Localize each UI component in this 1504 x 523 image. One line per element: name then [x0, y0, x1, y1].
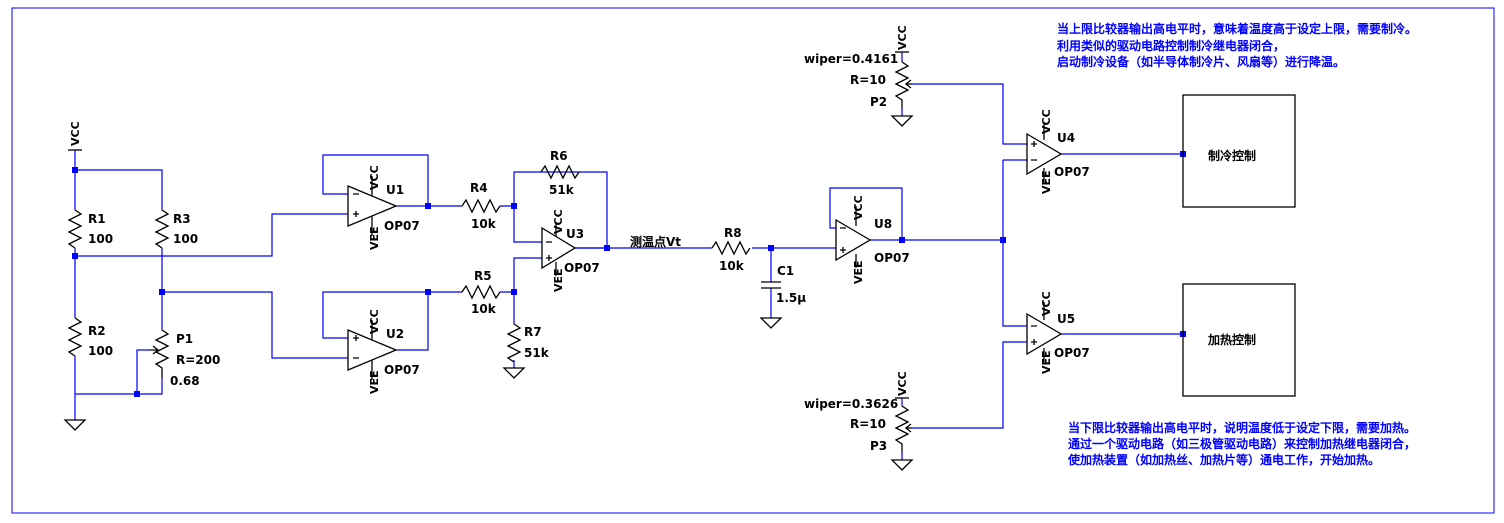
svg-text:VCC: VCC	[368, 309, 381, 334]
r1-value: 100	[88, 232, 113, 246]
p2-wiper: wiper=0.4161	[804, 52, 898, 66]
r8-value: 10k	[719, 259, 745, 273]
r5-value: 10k	[471, 302, 497, 316]
r4-value: 10k	[471, 217, 497, 231]
p1-name: P1	[176, 332, 193, 346]
svg-text:VCC: VCC	[896, 371, 909, 396]
svg-text:OP07: OP07	[1054, 346, 1090, 360]
c1-name: C1	[777, 264, 794, 278]
svg-text:启动制冷设备（如半导体制冷片、风扇等）进行降温。: 启动制冷设备（如半导体制冷片、风扇等）进行降温。	[1057, 54, 1345, 69]
svg-text:U5: U5	[1057, 312, 1075, 326]
svg-text:通过一个驱动电路（如三极管驱动电路）来控制加热继电器闭合，: 通过一个驱动电路（如三极管驱动电路）来控制加热继电器闭合，	[1068, 436, 1416, 451]
wires	[74, 52, 1183, 460]
r4-name: R4	[470, 181, 488, 195]
svg-text:OP07: OP07	[384, 363, 420, 377]
measure-point-label: 测温点Vt	[630, 234, 681, 249]
c1-value: 1.5μ	[776, 291, 806, 305]
p3-resistance: R=10	[850, 417, 886, 431]
r2-value: 100	[88, 344, 113, 358]
resistor-r1	[67, 209, 83, 249]
svg-text:VCC: VCC	[1040, 291, 1053, 316]
svg-text:VEE: VEE	[368, 226, 381, 250]
r6-name: R6	[550, 149, 568, 163]
resistor-r4	[461, 198, 501, 214]
p3-name: P3	[870, 439, 887, 453]
svg-text:当上限比较器输出高电平时，意味着温度高于设定上限，需要制冷。: 当上限比较器输出高电平时，意味着温度高于设定上限，需要制冷。	[1057, 21, 1417, 36]
svg-text:VEE: VEE	[368, 370, 381, 394]
svg-text:利用类似的驱动电路控制制冷继电器闭合，: 利用类似的驱动电路控制制冷继电器闭合，	[1057, 38, 1285, 53]
svg-text:VEE: VEE	[852, 260, 865, 284]
opamp-u5: VCC VEE U5 OP07	[1026, 291, 1090, 374]
svg-text:加热控制: 加热控制	[1207, 332, 1256, 347]
resistor-r7	[506, 323, 522, 363]
vcc-flag-main: VCC	[68, 121, 82, 151]
junctions	[72, 151, 1186, 397]
potentiometer-p3: VCC	[890, 371, 914, 471]
p2-name: P2	[870, 95, 887, 109]
resistor-r5	[461, 284, 501, 300]
lower-limit-note: 当下限比较器输出高电平时，说明温度低于设定下限，需要加热。 通过一个驱动电路（如…	[1067, 420, 1416, 467]
r7-name: R7	[524, 325, 542, 339]
potentiometer-p2: VCC	[890, 25, 914, 127]
ground-r7	[502, 367, 526, 379]
svg-text:当下限比较器输出高电平时，说明温度低于设定下限，需要加热。: 当下限比较器输出高电平时，说明温度低于设定下限，需要加热。	[1068, 420, 1416, 435]
svg-text:制冷控制: 制冷控制	[1208, 148, 1256, 163]
r3-value: 100	[173, 232, 198, 246]
opamp-u8: VCC VEE U8 OP07	[835, 195, 910, 284]
opamp-u4: VCC VEE U4 OP07	[1026, 109, 1090, 194]
svg-text:U2: U2	[386, 327, 404, 341]
svg-text:VCC: VCC	[69, 121, 82, 146]
heating-control-block: 加热控制	[1182, 283, 1296, 397]
r6-value: 51k	[549, 183, 575, 197]
svg-text:U8: U8	[874, 217, 892, 231]
p3-wiper: wiper=0.3626	[804, 397, 898, 411]
upper-limit-note: 当上限比较器输出高电平时，意味着温度高于设定上限，需要制冷。 利用类似的驱动电路…	[1057, 21, 1417, 69]
svg-text:U3: U3	[566, 227, 584, 241]
p2-resistance: R=10	[850, 73, 886, 87]
resistor-r3	[154, 209, 170, 249]
svg-text:OP07: OP07	[384, 219, 420, 233]
r2-name: R2	[88, 324, 106, 338]
svg-text:OP07: OP07	[564, 261, 600, 275]
r1-name: R1	[88, 212, 106, 226]
r8-name: R8	[724, 226, 742, 240]
resistor-r8	[711, 240, 751, 256]
svg-text:VEE: VEE	[1040, 350, 1053, 374]
p1-wiper: 0.68	[170, 374, 200, 388]
svg-text:VEE: VEE	[1040, 170, 1053, 194]
svg-text:使加热装置（如加热丝、加热片等）通电工作，开始加热。: 使加热装置（如加热丝、加热片等）通电工作，开始加热。	[1067, 452, 1380, 467]
r5-name: R5	[474, 269, 492, 283]
svg-text:OP07: OP07	[874, 251, 910, 265]
opamp-u1: VCC VEE U1 OP07	[347, 165, 420, 250]
opamp-u2: VCC VEE U2 OP07	[347, 309, 420, 394]
schematic-frame	[11, 7, 1495, 514]
svg-text:VEE: VEE	[552, 268, 565, 292]
svg-text:VCC: VCC	[896, 25, 909, 50]
svg-text:OP07: OP07	[1054, 165, 1090, 179]
cooling-control-block: 制冷控制	[1182, 94, 1296, 208]
svg-text:U4: U4	[1057, 131, 1075, 145]
ground-main	[63, 419, 87, 431]
svg-text:U1: U1	[386, 183, 404, 197]
resistor-r6	[540, 164, 580, 180]
potentiometer-p1	[150, 329, 170, 378]
svg-text:VCC: VCC	[552, 209, 565, 234]
p1-resistance: R=200	[176, 353, 220, 367]
capacitor-c1	[761, 281, 781, 289]
resistor-r2	[67, 317, 83, 357]
svg-text:VCC: VCC	[1040, 109, 1053, 134]
ground-c1	[759, 317, 783, 329]
svg-text:VCC: VCC	[368, 165, 381, 190]
svg-text:VCC: VCC	[852, 195, 865, 220]
opamp-u3: VCC VEE U3 OP07	[541, 209, 600, 292]
r7-value: 51k	[524, 346, 550, 360]
r3-name: R3	[173, 212, 191, 226]
